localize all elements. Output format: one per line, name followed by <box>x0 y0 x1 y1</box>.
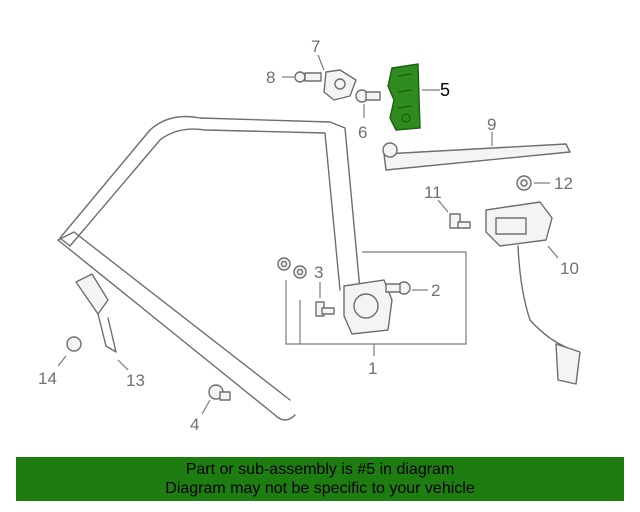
part-11-bolt <box>437 199 471 229</box>
callout-9: 9 <box>487 115 496 134</box>
part-3-bolt <box>315 282 335 317</box>
part-6-bolt <box>355 89 381 118</box>
part-8-bolt <box>282 71 322 83</box>
part-5-height-adjuster <box>387 63 440 131</box>
part-14-bolt <box>57 336 82 367</box>
callout-6: 6 <box>358 123 367 142</box>
part-12-nut <box>516 175 550 191</box>
callout-7: 7 <box>311 37 320 56</box>
parts-diagram: 7 8 5 6 9 12 11 10 3 2 1 14 13 4 <box>38 37 581 434</box>
seat-belt-webbing <box>57 115 361 421</box>
callout-2: 2 <box>431 281 440 300</box>
part-10-pretensioner <box>485 201 581 385</box>
callout-3: 3 <box>314 263 323 282</box>
part-2-bolt <box>385 281 428 295</box>
washers <box>277 257 307 279</box>
callout-1: 1 <box>368 359 377 378</box>
part-1-retractor <box>285 251 467 356</box>
callout-5: 5 <box>440 80 450 100</box>
callout-4: 4 <box>190 415 199 434</box>
callout-13: 13 <box>126 371 145 390</box>
callout-10: 10 <box>560 259 579 278</box>
callout-8: 8 <box>266 68 275 87</box>
part-9-rail <box>382 132 571 171</box>
callout-11: 11 <box>424 183 442 202</box>
part-4-bolt <box>201 384 231 415</box>
part-7-bracket <box>317 54 357 101</box>
callout-14: 14 <box>38 369 57 388</box>
part-13-buckle <box>75 273 129 371</box>
banner-line-1: Part or sub-assembly is #5 in diagram <box>185 461 455 478</box>
callout-12: 12 <box>554 174 573 193</box>
part-info-banner: Part or sub-assembly is #5 in diagram Di… <box>16 457 624 501</box>
banner-line-2: Diagram may not be specific to your vehi… <box>165 480 475 497</box>
